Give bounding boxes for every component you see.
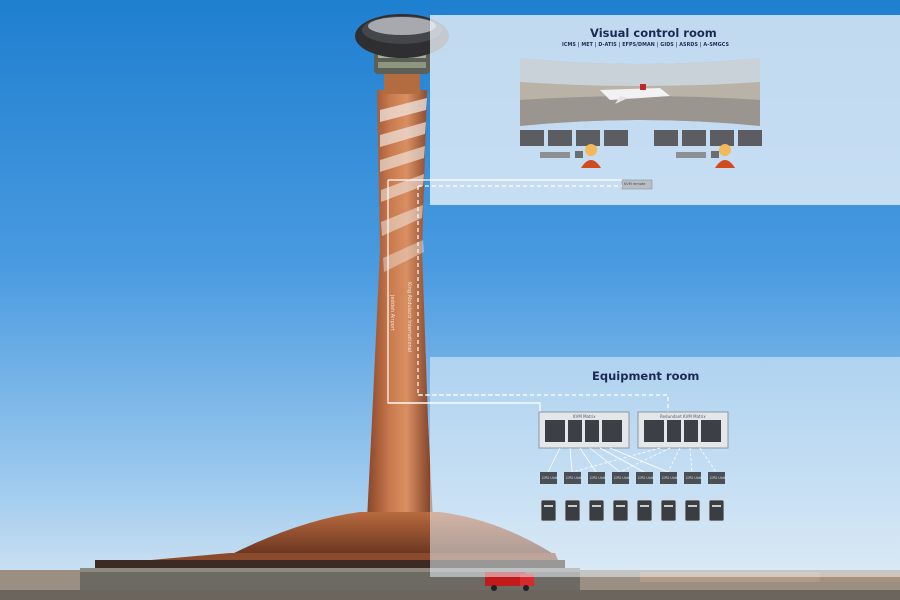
cpu-unit-label: CPU Unit: [638, 476, 654, 480]
cpu-unit-label: CPU Unit: [686, 476, 702, 480]
cpu-unit-label: CPU Unit: [590, 476, 606, 480]
left-workstation: [520, 130, 628, 158]
operator-icon: [581, 144, 601, 168]
visual-room-systems-list: ICMS | MET | D-ATIS | EFPS/DMAN | GIDS |…: [562, 43, 730, 48]
monitor-icon: [520, 130, 544, 146]
cpu-unit-box: [660, 472, 677, 484]
computer-drive-slot: [568, 505, 577, 507]
cpu-unit-label: CPU Unit: [710, 476, 726, 480]
computer-drive-slot: [664, 505, 673, 507]
visual-control-room-title: Visual control room: [590, 26, 717, 40]
computer-icon: [636, 499, 653, 522]
computer-icon: [540, 499, 557, 522]
computer-icon: [708, 499, 725, 522]
computer-icon: [660, 499, 677, 522]
computer-drive-slot: [592, 505, 601, 507]
computer-drive-slot: [616, 505, 625, 507]
cpu-unit-label: CPU Unit: [566, 476, 582, 480]
monitor-icon: [548, 130, 572, 146]
apron-panorama-image: [520, 58, 760, 126]
equipment-room-panel: [430, 357, 900, 577]
cpu-unit-box: [708, 472, 725, 484]
monitor-icon: [604, 130, 628, 146]
cpu-unit-label: CPU Unit: [542, 476, 558, 480]
equipment-room-title: Equipment room: [592, 369, 700, 383]
computer-icon: [588, 499, 605, 522]
tower-shaft: [367, 90, 433, 520]
monitor-icon: [576, 130, 600, 146]
tower-cab: [355, 14, 449, 94]
kvm-rack-icon: [637, 411, 729, 449]
kvm-matrix-label: KVM Matrix: [573, 414, 596, 419]
right-workstation: [654, 130, 762, 158]
cpu-unit-box: [588, 472, 605, 484]
cpu-unit-label: CPU Unit: [614, 476, 630, 480]
cpu-unit-box: [612, 472, 629, 484]
kvm-remote-box: [621, 179, 653, 190]
monitor-icon: [710, 130, 734, 146]
computer-icon: [684, 499, 701, 522]
monitor-icon: [738, 130, 762, 146]
computer-drive-slot: [640, 505, 649, 507]
computer-drive-slot: [544, 505, 553, 507]
monitor-icon: [654, 130, 678, 146]
cpu-unit-box: [540, 472, 557, 484]
computer-drive-slot: [688, 505, 697, 507]
cpu-unit-label: CPU Unit: [662, 476, 678, 480]
computer-drive-slot: [712, 505, 721, 507]
cpu-unit-box: [636, 472, 653, 484]
kvm-rack-icon: [538, 411, 630, 449]
kvm-remote-label: KVM remote: [624, 182, 646, 186]
cpu-unit-row: [540, 472, 725, 522]
cpu-unit-box: [564, 472, 581, 484]
computer-icon: [564, 499, 581, 522]
computer-icon: [612, 499, 629, 522]
redundant-kvm-matrix-label: Redundant KVM Matrix: [660, 414, 706, 419]
monitor-icon: [682, 130, 706, 146]
cpu-unit-box: [684, 472, 701, 484]
operator-icon: [715, 144, 735, 168]
